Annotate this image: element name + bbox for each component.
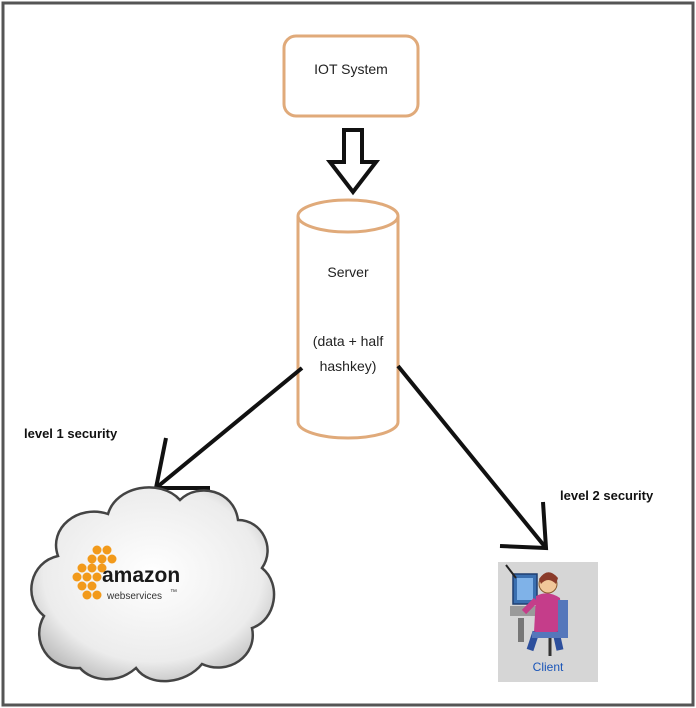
server-detail-line-1: (data + half — [313, 333, 384, 349]
server-cylinder: Server (data + half hashkey) — [296, 198, 400, 440]
client-label: Client — [533, 660, 564, 674]
monitor-screen — [517, 578, 533, 600]
client-illustration: Client — [498, 562, 598, 682]
person-arm — [521, 597, 539, 615]
person-body — [534, 593, 562, 632]
chair-back — [558, 600, 568, 634]
iot-system-box: IOT System — [282, 34, 420, 118]
iot-system-label: IOT System — [314, 61, 388, 77]
aws-cloud: amazon webservices ™ — [30, 486, 276, 683]
desk-leg — [518, 618, 524, 642]
server-detail-line-2: hashkey) — [320, 358, 377, 374]
arrow-to-client-head — [499, 501, 549, 551]
aws-cloud-shape — [30, 486, 276, 683]
aws-sub-text: webservices — [106, 591, 162, 602]
cable-icon — [505, 564, 517, 579]
arrow-to-client — [396, 364, 549, 551]
arrow-to-aws-line — [154, 366, 304, 490]
aws-logo-icon — [72, 545, 117, 600]
chair-seat — [532, 632, 568, 638]
arrow-to-client-line — [396, 364, 548, 550]
server-cylinder-top — [296, 198, 400, 234]
level-1-security-label: level 1 security — [24, 426, 118, 441]
server-cylinder-body — [296, 216, 400, 440]
level-2-security-label: level 2 security — [560, 488, 654, 503]
aws-trademark: ™ — [170, 589, 177, 596]
down-arrow-icon — [325, 128, 381, 196]
iot-system-box-shape — [282, 34, 420, 118]
aws-brand-text: amazon — [102, 564, 180, 587]
person-hair — [539, 572, 558, 584]
server-title: Server — [327, 264, 369, 280]
